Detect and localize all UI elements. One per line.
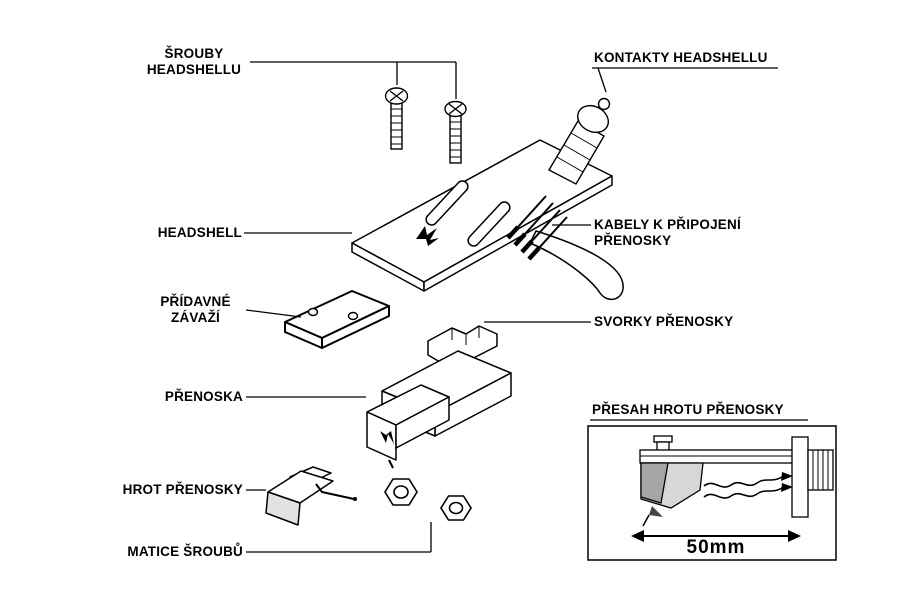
headshell-plate bbox=[351, 139, 613, 292]
overhang-inset bbox=[587, 425, 837, 561]
leader-lines bbox=[244, 61, 808, 553]
extra-weight bbox=[284, 290, 390, 349]
label-presah-hrotu: PŘESAH HROTU PŘENOSKY bbox=[592, 402, 784, 417]
overhang-arrow bbox=[631, 530, 801, 542]
headshell-logo-mark bbox=[416, 226, 439, 246]
cartridge bbox=[366, 325, 512, 469]
connector-pins bbox=[506, 195, 568, 261]
label-hrot-prenosky: HROT PŘENOSKY bbox=[122, 482, 243, 497]
label-pridavne-zavazi: PŘÍDAVNÉ ZÁVAŽÍ bbox=[160, 294, 231, 325]
stylus-assembly bbox=[265, 466, 357, 526]
inset-cartridge-side bbox=[640, 462, 704, 527]
label-prenoska: PŘENOSKA bbox=[164, 389, 243, 404]
finger-lift bbox=[528, 230, 624, 301]
label-matice-sroubu: MATICE ŠROUBŮ bbox=[127, 544, 243, 559]
headshell-connector bbox=[548, 97, 611, 185]
label-srouby-headshellu: ŠROUBY HEADSHELLU bbox=[146, 46, 242, 77]
nut-left bbox=[384, 478, 418, 506]
overhang-dimension: 50mm bbox=[686, 537, 746, 558]
label-kabely-pripojeni: KABELY K PŘIPOJENÍ PŘENOSKY bbox=[594, 217, 741, 248]
label-headshell: HEADSHELL bbox=[157, 225, 242, 240]
inset-wires bbox=[703, 472, 793, 499]
headshell-screw-right bbox=[444, 100, 467, 164]
label-svorky-prenosky: SVORKY PŘENOSKY bbox=[594, 314, 734, 329]
inset-headshell-side bbox=[639, 435, 834, 518]
label-kontakty-headshellu: KONTAKTY HEADSHELLU bbox=[594, 50, 768, 65]
nut-right bbox=[440, 495, 472, 521]
headshell-screw-left bbox=[384, 87, 409, 150]
